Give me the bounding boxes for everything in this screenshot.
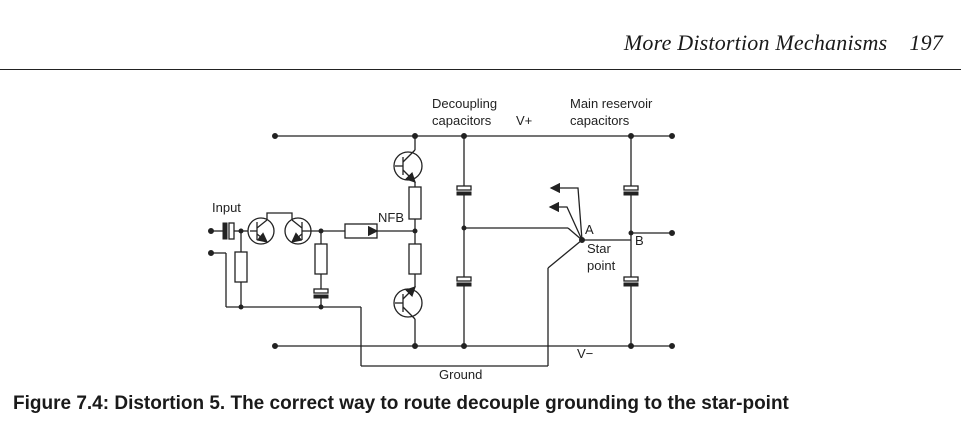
reservoir-label-line2: capacitors	[570, 113, 630, 128]
input-stage	[208, 222, 361, 310]
output-stage	[393, 136, 423, 346]
running-header: More Distortion Mechanisms 197	[624, 30, 943, 56]
figure-caption-text: Distortion 5. The correct way to route d…	[114, 393, 789, 414]
nfb-resistor	[344, 223, 418, 239]
input-pair-transistors	[247, 212, 345, 307]
reservoir-label-line1: Main reservoir	[570, 96, 653, 111]
reservoir-capacitors	[623, 136, 675, 346]
star-point-wiring	[360, 182, 631, 367]
star-point-label-line2: point	[587, 258, 616, 273]
decoupling-capacitors	[456, 136, 583, 346]
point-b-label: B	[635, 233, 644, 248]
header-rule	[0, 69, 961, 70]
v-plus-label: V+	[516, 113, 532, 128]
decoupling-label-line2: capacitors	[432, 113, 492, 128]
star-point-label-line1: Star	[587, 241, 612, 256]
nfb-label: NFB	[378, 210, 404, 225]
decoupling-label-line1: Decoupling	[432, 96, 497, 111]
chapter-title: More Distortion Mechanisms	[623, 30, 888, 55]
v-minus-rail	[272, 343, 675, 349]
ground-label: Ground	[439, 367, 482, 382]
v-plus-rail	[272, 133, 675, 139]
figure-caption: Figure 7.4: Distortion 5. The correct wa…	[13, 393, 789, 415]
input-label: Input	[212, 200, 241, 215]
figure-number: Figure 7.4:	[13, 393, 110, 414]
page-number: 197	[909, 30, 943, 55]
point-a-label: A	[585, 222, 594, 237]
v-minus-label: V−	[577, 346, 593, 361]
